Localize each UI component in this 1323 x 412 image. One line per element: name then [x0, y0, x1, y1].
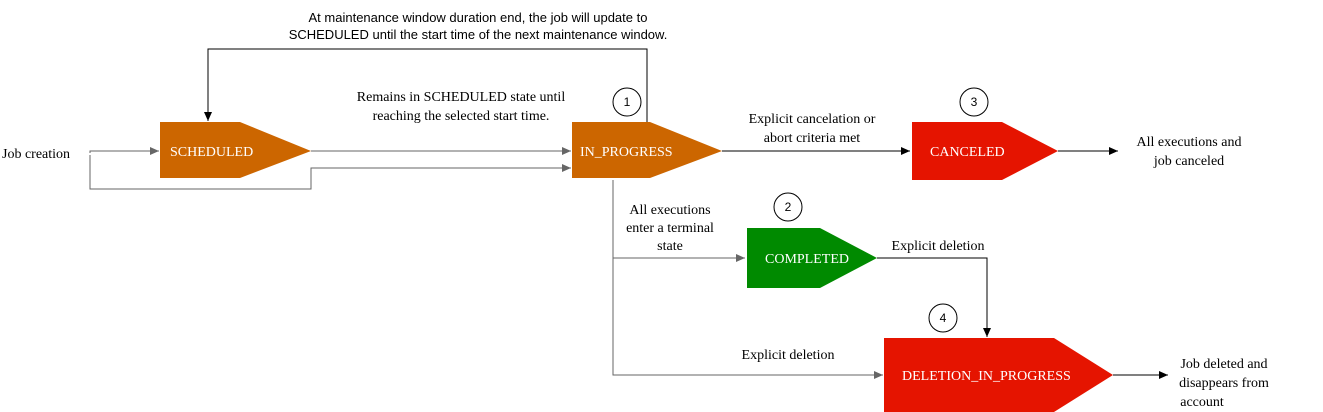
state-in-progress-label: IN_PROGRESS: [580, 145, 673, 160]
deleted-outcome-line1: Job deleted and: [1180, 357, 1267, 372]
state-in-progress: IN_PROGRESS: [572, 122, 722, 178]
cancel-note-line1: Explicit cancelation or: [749, 112, 876, 127]
state-completed-shape: [747, 228, 877, 288]
marker-2-number: 2: [785, 200, 792, 214]
marker-3-circle: [959, 87, 989, 117]
remains-note-line1: Remains in SCHEDULED state until: [357, 90, 566, 105]
edge-job-creation-to-scheduled: [89, 147, 159, 155]
state-deletion-in-progress-label: DELETION_IN_PROGRESS: [902, 369, 1071, 384]
state-deletion-in-progress: DELETION_IN_PROGRESS: [884, 338, 1113, 412]
marker-1-circle: [612, 87, 642, 117]
state-completed-label: COMPLETED: [765, 252, 849, 267]
state-completed: COMPLETED: [747, 228, 877, 288]
marker-2: 2: [773, 192, 803, 222]
marker-1: 1: [612, 87, 642, 117]
state-scheduled: SCHEDULED: [160, 122, 311, 178]
in-progress-deletion-note: Explicit deletion: [742, 348, 835, 363]
edge-in-progress-to-deletion: [612, 258, 883, 379]
canceled-outcome-line2: job canceled: [1153, 154, 1224, 169]
state-canceled-shape: [912, 122, 1058, 180]
marker-3-number: 3: [971, 95, 978, 109]
job-creation-label: Job creation: [2, 147, 70, 162]
edge-in-progress-to-scheduled: [204, 48, 648, 122]
state-deletion-in-progress-shape: [884, 338, 1113, 412]
state-scheduled-shape: [160, 122, 311, 178]
state-canceled: CANCELED: [912, 122, 1058, 180]
completed-deletion-note: Explicit deletion: [892, 239, 985, 254]
deleted-outcome-line3: account: [1180, 395, 1224, 410]
marker-4-number: 4: [940, 311, 947, 325]
maintenance-note-line1: At maintenance window duration end, the …: [309, 10, 648, 25]
canceled-outcome-line1: All executions and: [1137, 135, 1242, 150]
marker-2-circle: [773, 192, 803, 222]
state-canceled-label: CANCELED: [930, 145, 1005, 160]
terminal-note-line2: enter a terminal: [626, 221, 714, 236]
state-scheduled-label: SCHEDULED: [170, 145, 253, 160]
terminal-note-line3: state: [657, 239, 683, 254]
maintenance-note-line2: SCHEDULED until the start time of the ne…: [289, 27, 668, 42]
marker-3: 3: [959, 87, 989, 117]
terminal-note-line1: All executions: [629, 203, 710, 218]
remains-note-line2: reaching the selected start time.: [373, 109, 550, 124]
deleted-outcome-line2: disappears from: [1179, 376, 1269, 391]
edge-job-creation-to-in-progress: [89, 155, 571, 190]
cancel-note-line2: abort criteria met: [764, 131, 861, 146]
marker-4-circle: [928, 303, 958, 333]
state-in-progress-shape: [572, 122, 722, 178]
edge-completed-to-deletion: [877, 257, 991, 337]
marker-4: 4: [928, 303, 958, 333]
marker-1-number: 1: [624, 95, 631, 109]
